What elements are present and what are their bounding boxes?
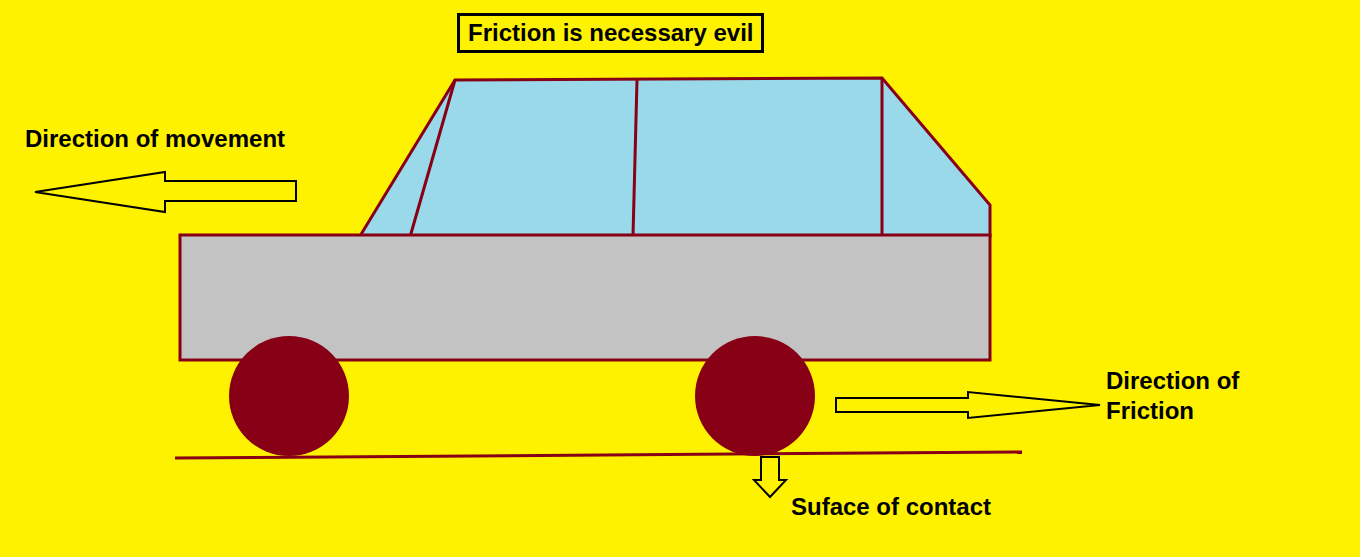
ground-line [175,452,1022,458]
pillar-line [633,80,637,236]
surface-label: Suface of contact [791,492,991,522]
wheel [229,336,349,456]
movement-arrow [35,172,296,212]
direction-label: Direction of movement [25,124,285,154]
contact-arrow [754,457,786,497]
title-box: Friction is necessary evil [457,13,764,53]
direction-label: Direction of Friction [1106,366,1281,426]
pillar-line [410,80,455,237]
wheel [695,336,815,456]
car-cabin [360,78,990,236]
pillar-line [881,78,884,243]
friction-arrow [836,392,1100,418]
